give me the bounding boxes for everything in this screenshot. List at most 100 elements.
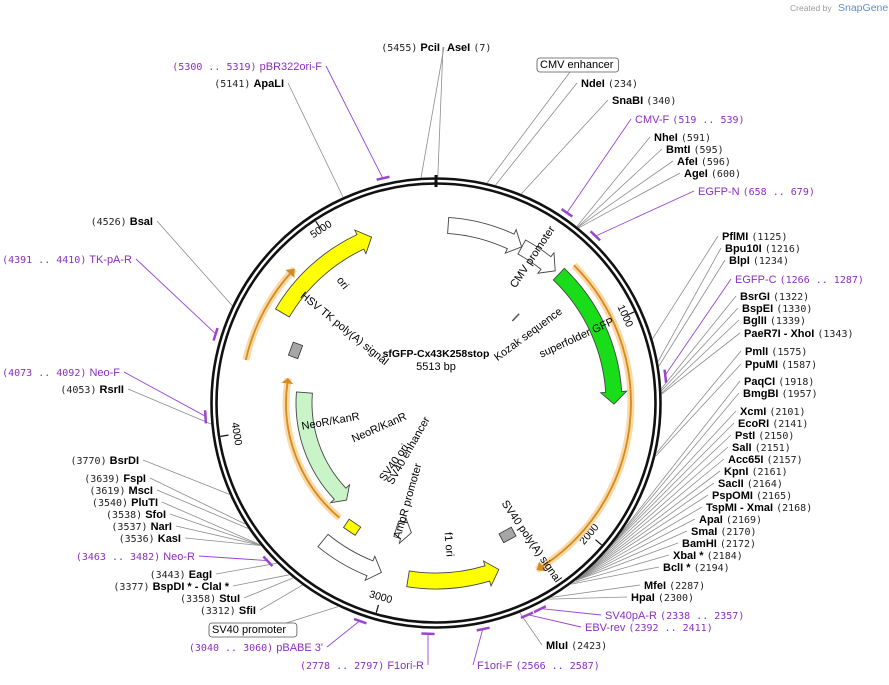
enzyme-position: (5141) xyxy=(214,79,250,90)
enzyme-callout xyxy=(578,458,725,579)
primer-name: CMV-F xyxy=(635,114,670,126)
primer-range: (519 .. 539) xyxy=(672,115,744,126)
enzyme-name: KasI xyxy=(158,533,181,545)
primer-label: F1ori-F (2566 .. 2587) xyxy=(477,660,600,672)
primer-name: EBV-rev xyxy=(585,622,626,634)
primer-callout xyxy=(526,613,582,628)
enzyme-name: MluI xyxy=(546,640,568,652)
primer-range: (3463 .. 3482) xyxy=(76,552,160,563)
plasmid-name: sfGFP-Cx43K258stop xyxy=(383,348,490,360)
enzyme-position: (2172) xyxy=(720,539,756,550)
primer-range: (2778 .. 2797) xyxy=(300,661,384,672)
enzyme-callout xyxy=(614,392,740,542)
enzyme-position: (234) xyxy=(608,79,638,90)
enzyme-name: AgeI xyxy=(684,168,708,180)
enzyme-label: (3536) KasI xyxy=(119,533,181,545)
primer-site-mark xyxy=(533,605,547,614)
enzyme-callout xyxy=(577,160,674,228)
primer-site-mark xyxy=(203,410,208,424)
primer-site-mark xyxy=(353,617,367,625)
primer-site-mark xyxy=(560,208,574,218)
enzyme-name: BmgBI xyxy=(743,388,778,400)
enzyme-name: PmlI xyxy=(745,346,768,358)
enzyme-label: SalI (2151) xyxy=(732,442,791,454)
enzyme-label: BclI * (2194) xyxy=(663,562,730,574)
enzyme-label: Bpu10I (1216) xyxy=(725,243,801,255)
enzyme-position: (2151) xyxy=(755,443,791,454)
enzyme-position: (3639) xyxy=(84,474,120,485)
snapgene-branding: Created by SnapGene xyxy=(790,2,888,14)
enzyme-callout xyxy=(657,247,722,362)
primer-site-mark xyxy=(589,230,601,242)
enzyme-callout xyxy=(149,477,246,525)
enzyme-callout xyxy=(259,584,303,611)
enzyme-callout xyxy=(656,350,742,454)
ruler-tick xyxy=(315,220,321,229)
enzyme-label: PaqCI (1918) xyxy=(744,376,814,388)
enzyme-label: BglII (1339) xyxy=(743,315,806,327)
ruler-tick xyxy=(626,311,635,316)
primer-name: F1ori-F xyxy=(477,660,513,672)
enzyme-name: BsaI xyxy=(130,216,153,228)
enzyme-label: (5141) ApaLI xyxy=(214,78,284,90)
enzyme-position: (1918) xyxy=(778,377,814,388)
enzyme-callout xyxy=(287,82,344,198)
enzyme-callout xyxy=(579,446,729,578)
enzyme-position: (2423) xyxy=(571,641,607,652)
enzyme-label: NheI (591) xyxy=(654,132,711,144)
enzyme-position: (2300) xyxy=(658,593,694,604)
enzyme-position: (595) xyxy=(694,145,724,156)
enzyme-position: (3540) xyxy=(92,498,128,509)
enzyme-name: BsrDI xyxy=(110,455,139,467)
enzyme-name: TspMI - XmaI xyxy=(706,502,773,514)
enzyme-callout xyxy=(577,482,715,580)
feature-arrows xyxy=(274,216,628,590)
enzyme-name: SacII xyxy=(718,478,744,490)
enzyme-callout xyxy=(655,363,742,457)
enzyme-name: BmtI xyxy=(666,144,690,156)
enzyme-name: MscI xyxy=(129,485,153,497)
enzyme-label: TspMI - XmaI (2168) xyxy=(706,502,812,514)
ruler-tick xyxy=(375,604,380,613)
enzyme-callout xyxy=(184,537,261,546)
primer-range: (4073 .. 4092) xyxy=(2,368,86,379)
enzyme-callout xyxy=(661,319,740,394)
enzyme-label: AfeI (596) xyxy=(677,156,731,168)
enzyme-position: (1125) xyxy=(751,232,787,243)
enzyme-position: (3770) xyxy=(70,456,106,467)
enzyme-callout xyxy=(142,459,230,495)
feature-arrow-superfolder-gfp xyxy=(552,267,628,405)
enzyme-position: (1587) xyxy=(781,360,817,371)
primer-name: F1ori-R xyxy=(387,660,424,672)
enzyme-label: EcoRI (2141) xyxy=(738,418,808,430)
primer-label: (5300 .. 5319) pBR322ori-F xyxy=(172,61,322,73)
primer-site-mark xyxy=(476,626,490,632)
primer-callout xyxy=(135,258,217,335)
enzyme-callout xyxy=(589,410,737,570)
ruler-tick xyxy=(595,539,602,546)
enzyme-name: BamHI xyxy=(682,538,717,550)
primer-label: (4073 .. 4092) Neo-F xyxy=(2,367,120,379)
primer-range: (2392 .. 2411) xyxy=(628,623,712,634)
enzyme-name: Bpu10I xyxy=(725,243,762,255)
enzyme-label: (3770) BsrDI xyxy=(70,455,139,467)
feature-arrow-f1-ori xyxy=(406,560,500,590)
enzyme-callout xyxy=(521,99,609,195)
primer-name: pBABE 3' xyxy=(276,642,323,654)
primer-site-mark xyxy=(520,611,534,619)
enzyme-callout xyxy=(661,295,737,389)
ruler-tick xyxy=(220,434,229,437)
enzyme-position: (2287) xyxy=(669,581,705,592)
enzyme-label: (4526) BsaI xyxy=(91,216,153,228)
enzyme-position: (7) xyxy=(473,43,491,54)
enzyme-position: (1234) xyxy=(753,256,789,267)
primer-label: (2778 .. 2797) F1ori-R xyxy=(300,660,424,672)
enzyme-label: HpaI (2300) xyxy=(631,592,694,604)
enzyme-label: AgeI (600) xyxy=(684,168,741,180)
enzyme-name: EcoRI xyxy=(738,418,769,430)
feature-label-box xyxy=(536,57,619,73)
enzyme-label: (3639) FspI xyxy=(84,473,146,485)
enzyme-label: (3538) SfoI xyxy=(106,509,166,521)
